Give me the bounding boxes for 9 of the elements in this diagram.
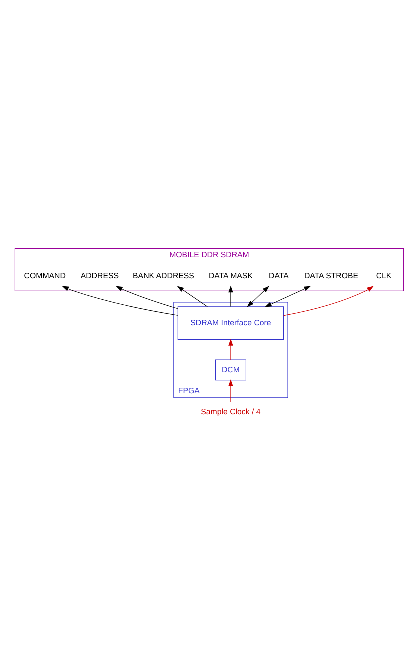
arrow [62,286,178,316]
arrow [177,286,208,308]
arrow [228,380,234,403]
arrow [228,286,234,308]
arrow [116,286,178,310]
arrow [228,339,234,360]
arrow [284,286,374,316]
arrow [247,286,270,308]
arrow [265,286,312,308]
